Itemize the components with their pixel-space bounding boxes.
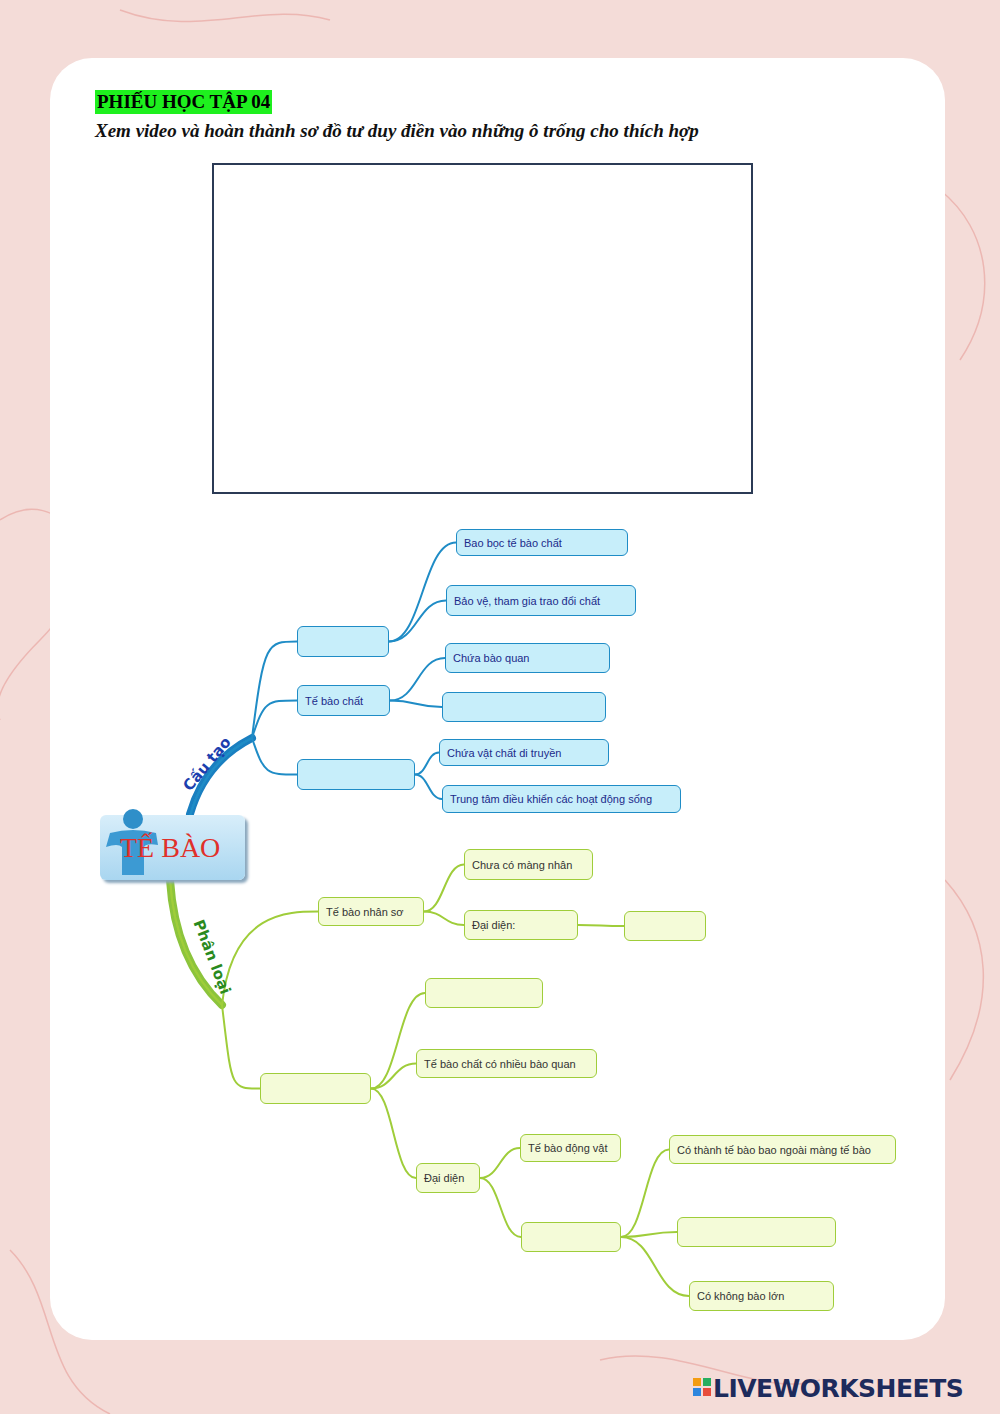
branch-connector <box>190 642 297 817</box>
mindmap-box: Tế bào nhân sơ <box>318 897 424 926</box>
topic-text: TẾ BÀO <box>120 832 220 864</box>
mindmap-box <box>425 978 543 1008</box>
box-text: Chứa vật chất di truyền <box>447 747 561 759</box>
mindmap-box <box>677 1217 836 1247</box>
logo-icon <box>693 1378 711 1396</box>
branch-connector <box>480 1148 520 1178</box>
branch-connector <box>621 1150 669 1238</box>
box-text: Có thành tế bào bao ngoài màng tế bào <box>677 1144 871 1156</box>
box-text: Bao bọc tế bào chất <box>464 537 562 549</box>
box-text: Bảo vệ, tham gia trao đổi chất <box>454 595 600 607</box>
branch-connector <box>371 1064 416 1089</box>
mindmap-box: Có không bào lớn <box>689 1281 834 1311</box>
branch-connector <box>424 912 464 926</box>
central-topic: TẾ BÀO <box>100 815 245 880</box>
box-text: Tế bào động vật <box>528 1142 608 1154</box>
box-text: Chưa có màng nhân <box>472 859 572 871</box>
mindmap-box: Bảo vệ, tham gia trao đổi chất <box>446 585 636 616</box>
box-text: Tế bào nhân sơ <box>326 906 404 918</box>
branch-connector <box>390 701 442 708</box>
box-text: Đại diện <box>424 1172 464 1184</box>
branch-connector <box>480 1178 521 1237</box>
mindmap-box: Tế bào động vật <box>520 1134 621 1162</box>
branch-connector <box>578 925 624 926</box>
box-text: Chứa bào quan <box>453 652 529 664</box>
mindmap-box <box>297 626 389 657</box>
mindmap-box: Có thành tế bào bao ngoài màng tế bào <box>669 1135 896 1164</box>
branch-connector <box>389 601 446 642</box>
mindmap-box: Chưa có màng nhân <box>464 849 593 880</box>
box-text: Đại diện: <box>472 919 515 931</box>
mindmap-box <box>624 911 706 941</box>
video-frame <box>212 163 753 494</box>
box-text: Có không bào lớn <box>697 1290 784 1302</box>
branch-connector <box>170 879 260 1089</box>
mindmap-box <box>521 1222 621 1252</box>
branch-label: Phân loại <box>190 917 235 997</box>
box-text: Tế bào chất có nhiều bào quan <box>424 1058 576 1070</box>
mindmap-box <box>260 1073 371 1104</box>
watermark: LIVEWORKSHEETS <box>713 1374 963 1403</box>
mindmap-box: Tế bào chất <box>297 685 390 716</box>
branch-connector <box>424 865 464 912</box>
branch-connector <box>371 1089 416 1179</box>
branch-connector <box>621 1232 677 1237</box>
mindmap-box: Đại diện: <box>464 910 578 940</box>
mindmap-box: Chứa bào quan <box>445 643 610 673</box>
instruction-text: Xem video và hoàn thành sơ đồ tư duy điề… <box>95 120 699 142</box>
mindmap-box: Tế bào chất có nhiều bào quan <box>416 1049 597 1078</box>
branch-label: Cấu tạo <box>179 733 234 794</box>
branch-connector <box>415 775 442 800</box>
box-text: Tế bào chất <box>305 695 363 707</box>
branch-connector <box>390 658 445 701</box>
worksheet-title: PHIẾU HỌC TẬP 04 <box>95 90 272 114</box>
box-text: Trung tâm điều khiển các hoạt động sống <box>450 793 652 805</box>
mindmap-box: Trung tâm điều khiển các hoạt động sống <box>442 785 681 813</box>
branch-connector <box>415 753 439 775</box>
mindmap-box <box>297 759 415 790</box>
branch-connector <box>170 879 318 1005</box>
mindmap-box <box>442 692 606 722</box>
mindmap-box: Chứa vật chất di truyền <box>439 739 609 766</box>
mindmap-box: Đại diện <box>416 1163 480 1193</box>
mindmap-box: Bao bọc tế bào chất <box>456 529 628 556</box>
